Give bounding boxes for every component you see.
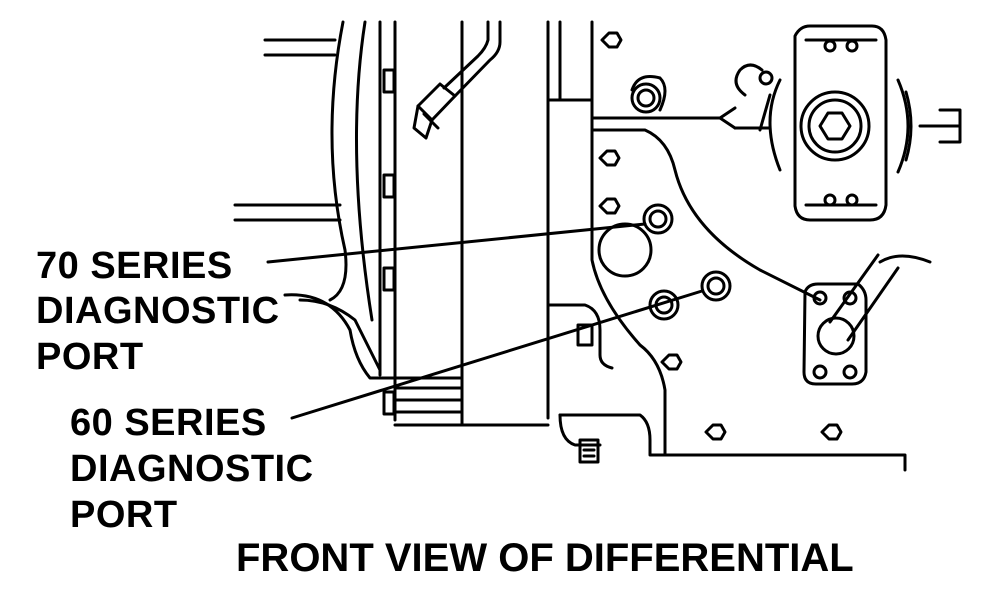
plate-boss [597,222,653,278]
plate-bolts [598,31,843,441]
cap-bolt [812,290,828,306]
lower-bracket [393,303,907,472]
callout-70-series-line2: DIAGNOSTIC [36,290,280,332]
hex-bolt-icon [820,423,843,441]
bracket-bolt [576,323,594,347]
flange [378,20,397,422]
callout-70-series-line3: PORT [36,336,144,378]
cap-bolt [845,39,859,53]
leader-60-series [290,289,704,420]
diagnostic-ports [642,203,732,321]
flange-bolt [382,68,396,94]
callout-60-series-line3: PORT [70,494,178,536]
drain-bolt [578,438,600,464]
lower-bearing-cap [802,253,932,386]
left-rods [233,38,342,222]
adjacent-port [648,289,680,321]
callout-70-series-line1: 70 SERIES [36,245,233,287]
washer-bolt [630,82,662,114]
port-70-series-inner [648,209,668,229]
housing-left-edge [283,20,462,380]
cap-bolt [812,364,828,380]
callout-60-series-line1: 60 SERIES [70,402,267,444]
adjuster-inner [807,98,863,154]
upper-bearing-cap [733,24,962,222]
flange-bolt [382,266,396,292]
hex-bolt-icon [598,149,621,167]
cap-bolt [842,364,858,380]
port-70-series [642,203,674,235]
adjuster-hex [818,111,852,141]
callout-60-series-line2: DIAGNOSTIC [70,448,314,490]
hex-bolt-icon [660,353,683,371]
hex-bolt-icon [704,423,727,441]
vertical-members [460,20,594,420]
leader-lines [266,222,704,420]
housing-plate [590,106,822,457]
hex-bolt-icon [598,197,621,215]
brake-line [412,20,502,140]
flange-bolt [382,390,396,416]
cap-bolt [823,39,837,53]
leader-70-series [266,222,647,264]
port-60-series [700,270,732,302]
flange-bolt [382,173,396,199]
washer-bolt [636,88,656,108]
hex-bolt-icon [600,31,623,49]
axle-bore [816,316,856,356]
figure-caption: FRONT VIEW OF DIFFERENTIAL [236,536,854,580]
port-60-series-inner [706,276,726,296]
adjuster-outer [799,90,871,162]
cap-bolt [845,193,859,207]
cap-bolt [823,193,837,207]
